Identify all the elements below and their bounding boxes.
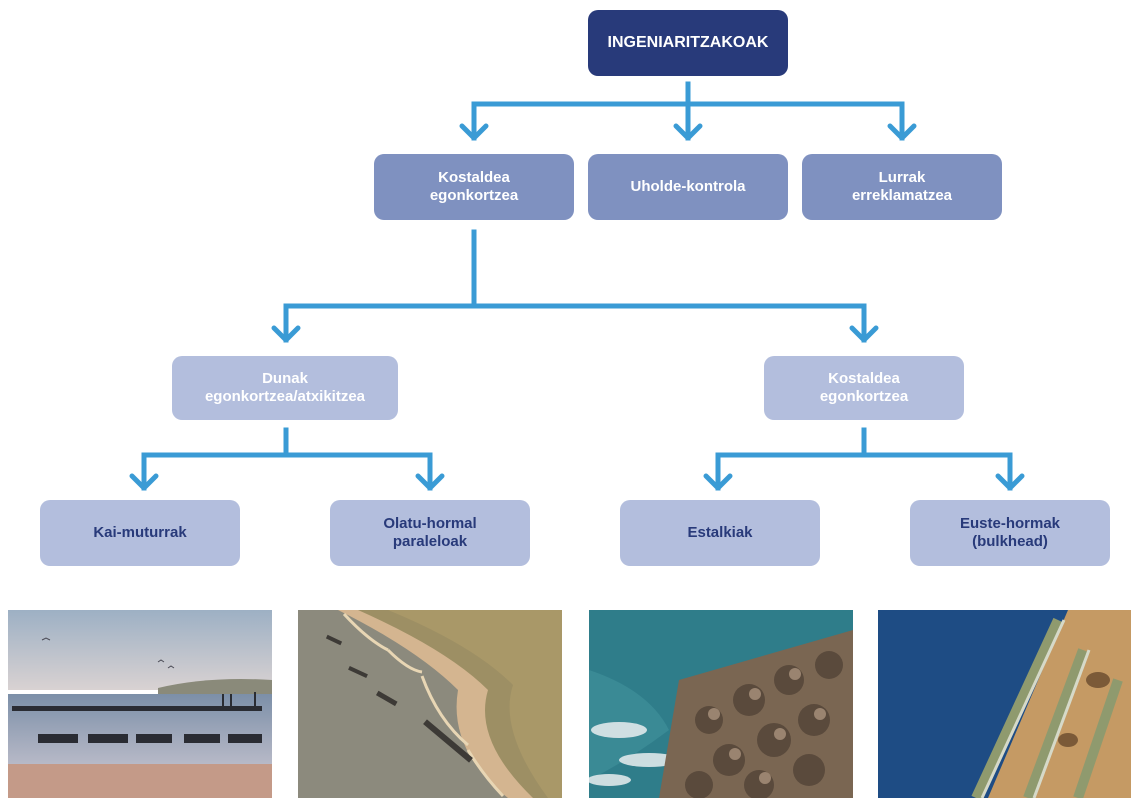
- node-kai-muturrak: Kai-muturrak: [40, 500, 240, 566]
- root-node: INGENIARITZAKOAK: [588, 10, 788, 76]
- node-label: Lurrak erreklamatzea: [851, 169, 953, 204]
- connector-lines: [129, 81, 1025, 491]
- node-kostaldea-egonkortzea: Kostaldea egonkortzea: [374, 154, 574, 220]
- beach-groynes-photo: [8, 610, 272, 798]
- node-euste-hormak: Euste-hormak (bulkhead): [910, 500, 1110, 566]
- node-uholde-kontrola: Uholde-kontrola: [588, 154, 788, 220]
- node-lurrak-erreklamatzea: Lurrak erreklamatzea: [802, 154, 1002, 220]
- node-estalkiak: Estalkiak: [620, 500, 820, 566]
- node-label: Kai-muturrak: [93, 524, 187, 541]
- node-label: Estalkiak: [687, 524, 753, 541]
- node-kostaldea-egonkortzea-2: Kostaldea egonkortzea: [764, 356, 964, 420]
- node-label: Kostaldea egonkortzea: [429, 169, 519, 204]
- node-label: Uholde-kontrola: [630, 178, 746, 195]
- tetrapod-armour-photo: [589, 610, 853, 798]
- node-label: Euste-hormak (bulkhead): [959, 515, 1061, 550]
- offshore-breakwaters-aerial-photo: [298, 610, 562, 798]
- node-olatu-hormal-paraleloak: Olatu-hormal paraleloak: [330, 500, 530, 566]
- root-label: INGENIARITZAKOAK: [607, 34, 769, 51]
- node-label: Kostaldea egonkortzea: [819, 370, 909, 405]
- node-dunak-egonkortzea: Dunak egonkortzea/atxikitzea: [172, 356, 398, 420]
- node-label: Dunak egonkortzea/atxikitzea: [204, 370, 366, 405]
- wooden-bulkhead-photo: [878, 610, 1131, 798]
- node-label: Olatu-hormal paraleloak: [383, 515, 477, 550]
